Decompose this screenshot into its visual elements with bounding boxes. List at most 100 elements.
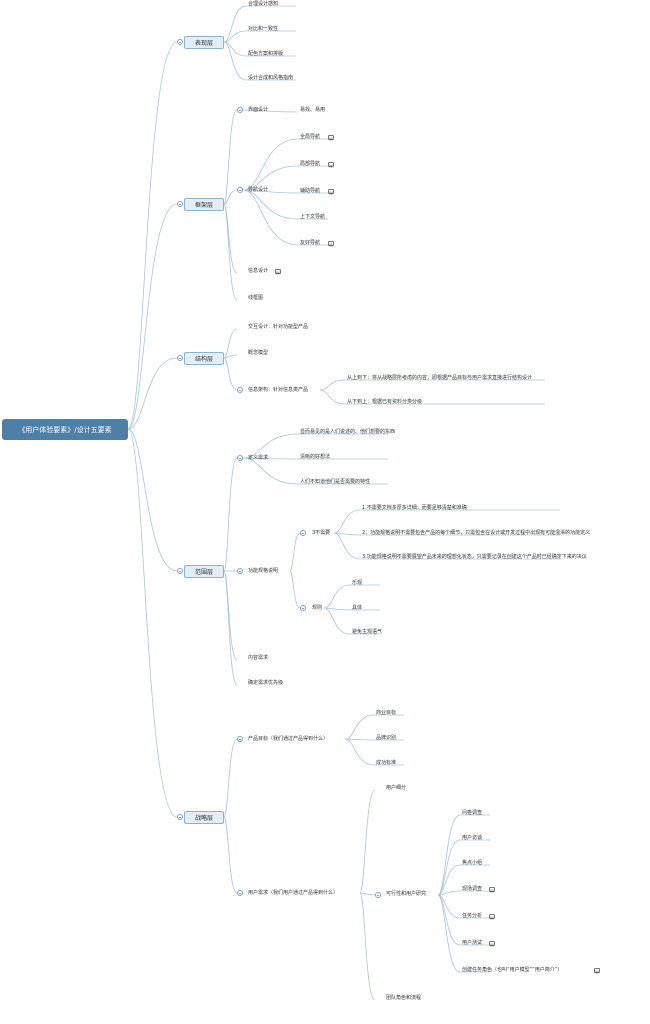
collapse-toggle-icon[interactable] — [375, 892, 381, 898]
leaf-node[interactable]: 对比和一致性 — [248, 26, 279, 32]
collapse-toggle-icon[interactable] — [177, 355, 183, 361]
note-icon[interactable]: ▤ — [275, 269, 281, 275]
collapse-toggle-icon[interactable] — [237, 387, 243, 393]
leaf-node[interactable]: 问卷调查 — [462, 810, 483, 816]
connector-line — [323, 607, 351, 635]
note-icon[interactable]: ▤ — [489, 887, 495, 893]
connector-line — [242, 165, 299, 191]
note-icon[interactable]: ▤ — [594, 968, 600, 974]
branch-structure[interactable]: 结构层 — [184, 352, 224, 365]
collapse-toggle-icon[interactable] — [237, 568, 243, 574]
connector-line — [437, 890, 461, 896]
connector-line — [437, 814, 461, 896]
note-icon[interactable]: ▤ — [489, 941, 495, 947]
leaf-node[interactable]: 避免主观语气 — [352, 629, 383, 635]
root-node[interactable]: 《用户体验要素》/设计五要素 — [2, 419, 128, 440]
leaf-node[interactable]: 配色方案和排版 — [248, 51, 284, 57]
leaf-node[interactable]: 团队角色和流程 — [386, 995, 422, 1001]
connector-line — [242, 189, 299, 220]
connector-line — [223, 354, 238, 359]
leaf-node[interactable]: 品牌识别 — [376, 735, 397, 741]
leaf-node[interactable]: 概念模型 — [248, 350, 269, 356]
collapse-toggle-icon[interactable] — [300, 530, 306, 536]
leaf-node[interactable]: 信息设计 — [248, 268, 269, 274]
leaf-node[interactable]: 从上到下：将从战略层所考虑的内容，即根据产品目标与用户需求直接进行结构设计 — [347, 375, 533, 381]
node-three-not-needed[interactable]: 3不需要 — [312, 530, 331, 536]
node-information-architecture[interactable]: 信息架构：针对信息类产品 — [248, 387, 309, 393]
leaf-node[interactable]: 设计合成和风格指南 — [248, 75, 294, 81]
connector-line — [242, 189, 299, 246]
node-user-research[interactable]: 可行性和用户研究 — [386, 891, 427, 897]
connector-line — [242, 138, 299, 191]
collapse-toggle-icon[interactable] — [177, 201, 183, 207]
connector-line — [223, 109, 238, 205]
node-product-goals[interactable]: 产品目标（我们通过产品得到什么） — [248, 736, 329, 742]
leaf-node[interactable]: 易找、易用 — [300, 107, 326, 113]
connector-line — [242, 457, 299, 460]
leaf-node[interactable]: 3.功能规格说明不需要展望产品未来的理想化状态，只需要记录在创建这个产品时已经确… — [362, 554, 587, 560]
note-icon[interactable]: ▤ — [328, 135, 334, 141]
leaf-node[interactable]: 1.不需要文档多厚多详细，而要足够清楚和准确 — [362, 505, 467, 511]
note-icon[interactable]: ▤ — [328, 241, 334, 247]
connector-line — [223, 357, 238, 391]
connector-line — [223, 570, 238, 686]
leaf-node[interactable]: 局部导航 — [300, 161, 321, 167]
leaf-node[interactable]: 具体 — [352, 605, 363, 611]
leaf-node[interactable]: 确定需求优先级 — [248, 680, 284, 686]
collapse-toggle-icon[interactable] — [237, 455, 243, 461]
leaf-node[interactable]: 焦点小组 — [462, 860, 483, 866]
connector-line — [359, 789, 376, 894]
collapse-toggle-icon[interactable] — [237, 736, 243, 742]
leaf-node[interactable]: 乐观 — [352, 580, 363, 586]
leaf-node[interactable]: 创建任务角色（也叫“用户模型”“用户简介”） — [462, 967, 563, 973]
leaf-node[interactable]: 内容需求 — [248, 655, 269, 661]
leaf-node[interactable]: 2、功能规格说明不需要包含产品的每个细节，只需包含在设计或开发过程中出现有可能混… — [362, 530, 591, 536]
leaf-node[interactable]: 任务分析 — [462, 913, 483, 919]
branch-presentation[interactable]: 表现层 — [184, 36, 224, 49]
leaf-node[interactable]: 全局导航 — [300, 134, 321, 140]
note-icon[interactable]: ▤ — [328, 189, 334, 195]
connector-line — [223, 203, 238, 274]
connector-line — [289, 532, 301, 572]
collapse-toggle-icon[interactable] — [237, 890, 243, 896]
leaf-node[interactable]: 商业目标 — [376, 710, 397, 716]
collapse-toggle-icon[interactable] — [300, 605, 306, 611]
connector-line — [333, 509, 361, 534]
branch-scope[interactable]: 范围层 — [184, 565, 224, 578]
leaf-node[interactable]: 用户测试 — [462, 940, 483, 946]
leaf-node[interactable]: 线框图 — [248, 295, 264, 301]
leaf-node[interactable]: 友好导航 — [300, 240, 321, 246]
branch-strategy[interactable]: 战略层 — [184, 811, 224, 824]
leaf-node[interactable]: 交互设计：针对功能型产品 — [248, 324, 309, 330]
collapse-toggle-icon[interactable] — [237, 187, 243, 193]
leaf-node[interactable]: 清晰的好想法 — [300, 454, 331, 460]
leaf-node[interactable]: 现场调查 — [462, 886, 483, 892]
connector-line — [359, 892, 376, 896]
leaf-node[interactable]: 成功标准 — [376, 760, 397, 766]
collapse-toggle-icon[interactable] — [177, 568, 183, 574]
branch-skeleton[interactable]: 框架层 — [184, 198, 224, 211]
note-icon[interactable]: ▤ — [328, 162, 334, 168]
leaf-node[interactable]: 辅助导航 — [300, 188, 321, 194]
leaf-node[interactable]: 上下文导航 — [300, 214, 326, 220]
leaf-node[interactable]: 合理设计感知 — [248, 1, 279, 7]
note-icon[interactable]: ▤ — [489, 914, 495, 920]
node-functional-spec[interactable]: 功能规格说明 — [248, 568, 279, 574]
leaf-node[interactable]: 从下到上：根据已有资料分类分级 — [347, 399, 423, 405]
leaf-node[interactable]: 人们不知道他们是否需要的特性 — [300, 479, 371, 485]
node-interface-design[interactable]: 界面设计 — [248, 107, 269, 113]
leaf-node[interactable]: 显而易见的是人们说述的、他们想要的东西 — [300, 429, 396, 435]
leaf-node[interactable]: 用户访谈 — [462, 835, 483, 841]
node-user-needs[interactable]: 用户需求（我们用户通过产品得到什么） — [248, 890, 339, 896]
leaf-node[interactable]: 用户细分 — [386, 785, 407, 791]
connector-line — [344, 738, 375, 766]
node-navigation-design[interactable]: 导航设计 — [248, 187, 269, 193]
collapse-toggle-icon[interactable] — [237, 107, 243, 113]
node-define-requirements[interactable]: 定义需求 — [248, 455, 269, 461]
connector-line — [127, 428, 178, 818]
collapse-toggle-icon[interactable] — [177, 814, 183, 820]
collapse-toggle-icon[interactable] — [177, 39, 183, 45]
node-rules[interactable]: 规则 — [312, 605, 323, 611]
connector-line — [223, 457, 238, 572]
